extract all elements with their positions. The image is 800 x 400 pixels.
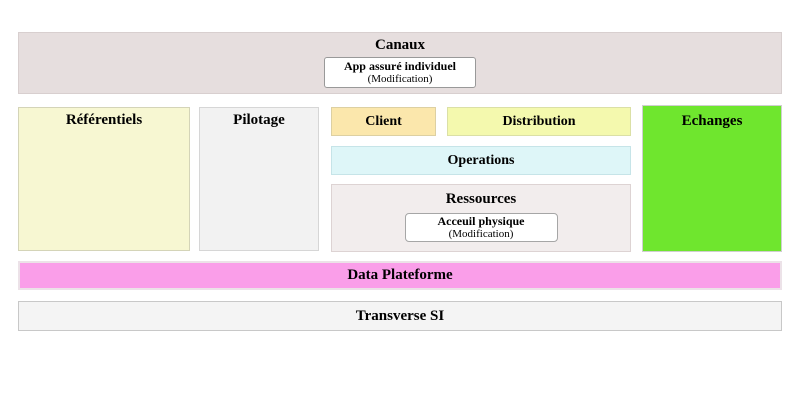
data-plateforme-label: Data Plateforme (347, 267, 453, 283)
pilotage-label: Pilotage (233, 112, 285, 128)
echanges-box: Echanges (642, 105, 782, 252)
ressources-box: Ressources Acceuil physique (Modificatio… (331, 184, 631, 252)
pilotage-box: Pilotage (199, 107, 319, 251)
acceuil-physique-box: Acceuil physique (Modification) (404, 213, 558, 242)
transverse-si-band: Transverse SI (18, 301, 782, 331)
referentiels-label: Référentiels (65, 112, 143, 128)
transverse-si-label: Transverse SI (355, 307, 445, 324)
acceuil-physique-title: Acceuil physique (437, 214, 525, 228)
operations-box: Operations (331, 146, 631, 175)
app-assure-title: App assuré individuel (343, 59, 457, 73)
canaux-band: Canaux App assuré individuel (Modificati… (18, 32, 782, 94)
acceuil-physique-subtitle: (Modification) (448, 228, 514, 240)
ressources-label: Ressources (445, 191, 517, 207)
referentiels-box: Référentiels (18, 107, 190, 251)
echanges-label: Echanges (681, 113, 743, 129)
canaux-label: Canaux (374, 37, 426, 53)
distribution-box: Distribution (447, 107, 631, 136)
app-assure-box: App assuré individuel (Modification) (324, 57, 476, 88)
operations-label: Operations (447, 152, 515, 168)
app-assure-subtitle: (Modification) (367, 73, 433, 85)
distribution-label: Distribution (502, 113, 576, 129)
client-box: Client (331, 107, 436, 136)
data-plateforme-band: Data Plateforme (18, 261, 782, 290)
client-label: Client (365, 113, 402, 129)
